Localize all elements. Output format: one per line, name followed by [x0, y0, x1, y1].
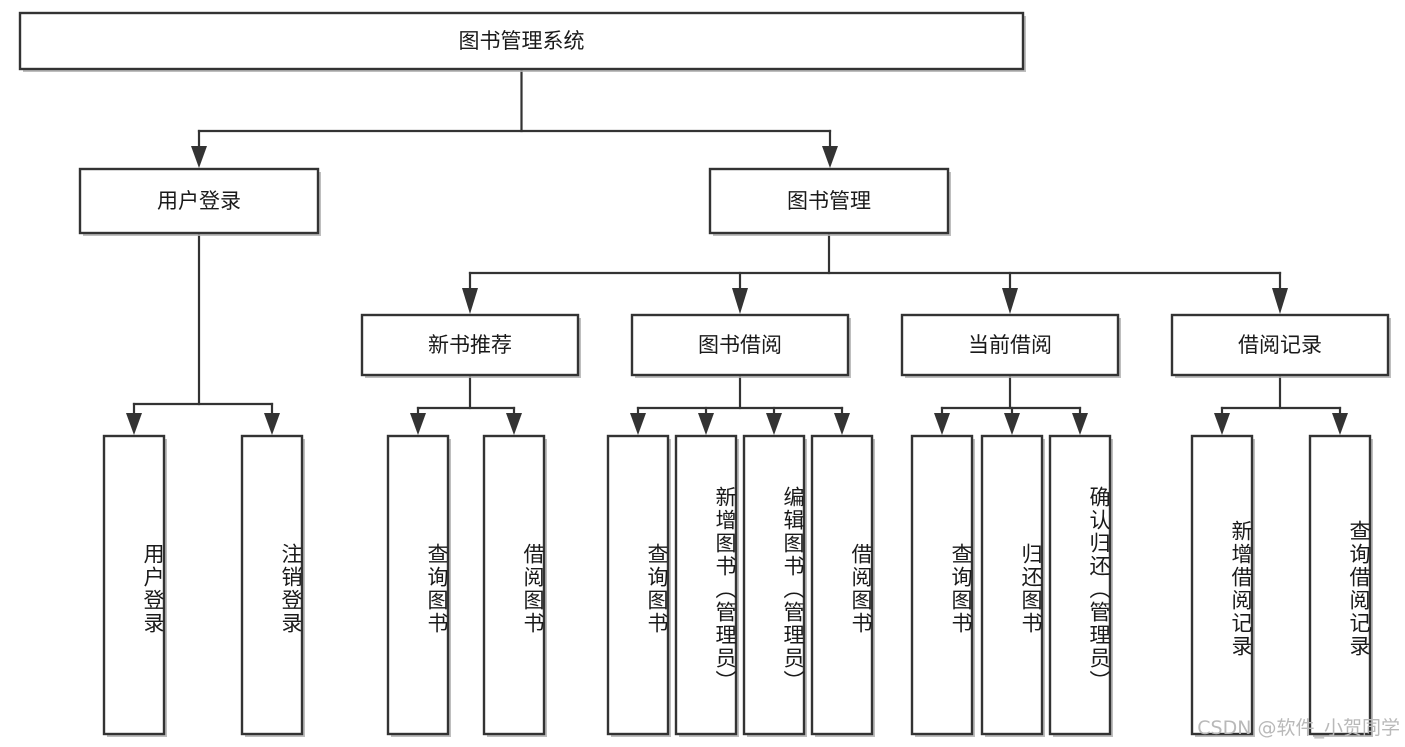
- arrow-head-user-login: [191, 146, 207, 168]
- node-box-leaf-query-book-1[interactable]: [386, 434, 450, 736]
- arrow-head-new-book-rec: [462, 288, 478, 314]
- arrow-head-leaf-edit-book: [766, 413, 782, 435]
- node-box-book-manage[interactable]: [708, 167, 950, 235]
- arrow-head-leaf-borrow-book-2: [834, 413, 850, 435]
- node-label-loan-record: 借阅记录: [1238, 333, 1322, 357]
- arrow-head-leaf-add-book: [698, 413, 714, 435]
- node-box-leaf-add-book[interactable]: [674, 434, 738, 736]
- arrow-head-book-borrow: [732, 288, 748, 314]
- node-box-leaf-edit-book[interactable]: [742, 434, 806, 736]
- arrow-head-leaf-query-book-3: [934, 413, 950, 435]
- csdn-watermark: CSDN @软件_小贺同学: [1197, 717, 1400, 739]
- node-label-user-login: 用户登录: [157, 189, 241, 213]
- node-box-book-borrow[interactable]: [630, 313, 850, 377]
- arrow-head-leaf-add-record: [1214, 413, 1230, 435]
- arrow-head-leaf-return-book: [1004, 413, 1020, 435]
- node-box-leaf-return-book[interactable]: [980, 434, 1044, 736]
- node-box-leaf-query-record[interactable]: [1308, 434, 1372, 736]
- node-box-root[interactable]: [18, 11, 1025, 71]
- arrow-head-leaf-query-book-1: [410, 413, 426, 435]
- node-box-user-login[interactable]: [78, 167, 320, 235]
- node-box-leaf-query-book-3[interactable]: [910, 434, 974, 736]
- node-label-new-book-rec: 新书推荐: [428, 333, 512, 357]
- connectors-layer: [126, 67, 1348, 435]
- arrow-head-leaf-borrow-book-1: [506, 413, 522, 435]
- arrow-head-leaf-confirm-ret: [1072, 413, 1088, 435]
- node-label-root: 图书管理系统: [459, 29, 585, 53]
- node-box-current-loan[interactable]: [900, 313, 1120, 377]
- node-label-current-loan: 当前借阅: [968, 333, 1052, 357]
- node-box-leaf-borrow-book-1[interactable]: [482, 434, 546, 736]
- arrow-head-leaf-query-record: [1332, 413, 1348, 435]
- arrow-head-leaf-query-book-2: [630, 413, 646, 435]
- node-label-book-manage: 图书管理: [787, 189, 871, 213]
- node-label-book-borrow: 图书借阅: [698, 333, 782, 357]
- node-box-leaf-borrow-book-2[interactable]: [810, 434, 874, 736]
- arrow-head-leaf-user-logout: [264, 413, 280, 435]
- node-box-new-book-rec[interactable]: [360, 313, 580, 377]
- arrow-head-leaf-user-login: [126, 413, 142, 435]
- node-box-leaf-user-login[interactable]: [102, 434, 166, 736]
- node-box-leaf-add-record[interactable]: [1190, 434, 1254, 736]
- node-box-leaf-user-logout[interactable]: [240, 434, 304, 736]
- node-box-leaf-confirm-ret[interactable]: [1048, 434, 1112, 736]
- arrow-head-loan-record: [1272, 288, 1288, 314]
- arrow-head-book-manage: [822, 146, 838, 168]
- arrow-head-current-loan: [1002, 288, 1018, 314]
- node-box-leaf-query-book-2[interactable]: [606, 434, 670, 736]
- node-box-loan-record[interactable]: [1170, 313, 1390, 377]
